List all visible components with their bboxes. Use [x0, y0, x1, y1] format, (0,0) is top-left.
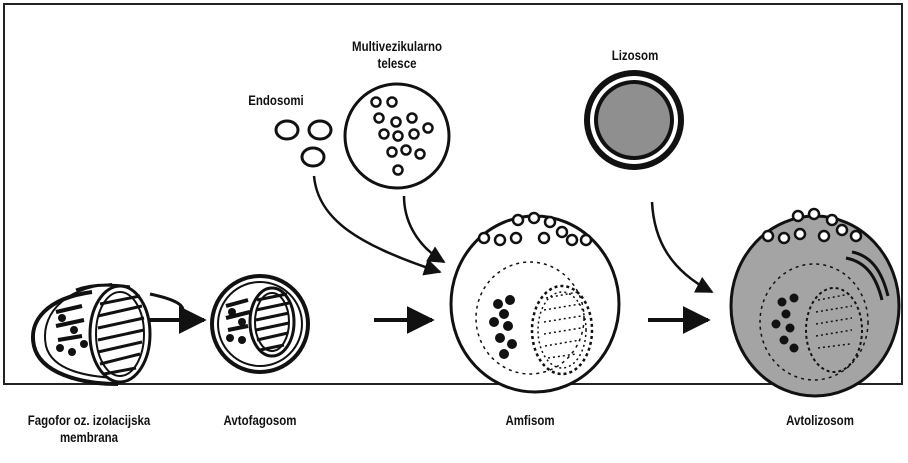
arrow-endosomes-to-amphisome: [314, 176, 440, 272]
endosomes: [276, 121, 331, 166]
arrow-mvb-to-amphisome: [404, 196, 444, 262]
label-autophagosome: Avtofagosom: [211, 412, 309, 429]
label-phagophore: Fagofor oz. izolacijska membrana: [19, 412, 158, 446]
label-amphisome: Amfisom: [481, 412, 579, 429]
autophagosome-stage: [212, 276, 308, 372]
amphisome-stage: [451, 213, 619, 392]
arrow-lysosome-to-autolysosome: [652, 202, 712, 292]
label-mvb-line1: Multivezikularno: [336, 38, 459, 55]
label-multivesicular-body: Multivezikularno telesce: [336, 38, 459, 72]
phagophore-stage: [33, 284, 183, 384]
label-phagophore-line1: Fagofor oz. izolacijska: [19, 412, 158, 429]
label-endosomes: Endosomi: [235, 92, 317, 109]
label-mvb-line2: telesce: [336, 55, 459, 72]
autolysosome-stage: [731, 209, 899, 396]
label-phagophore-line2: membrana: [19, 429, 158, 446]
label-autolysosome: Avtolizosom: [767, 412, 874, 429]
multivesicular-body: [345, 84, 449, 188]
mitochondrion: [250, 288, 294, 356]
label-lysosome: Lizosom: [602, 47, 668, 64]
lysosome: [584, 70, 684, 170]
mitochondrion: [90, 286, 150, 382]
er-fragment: [56, 306, 88, 356]
